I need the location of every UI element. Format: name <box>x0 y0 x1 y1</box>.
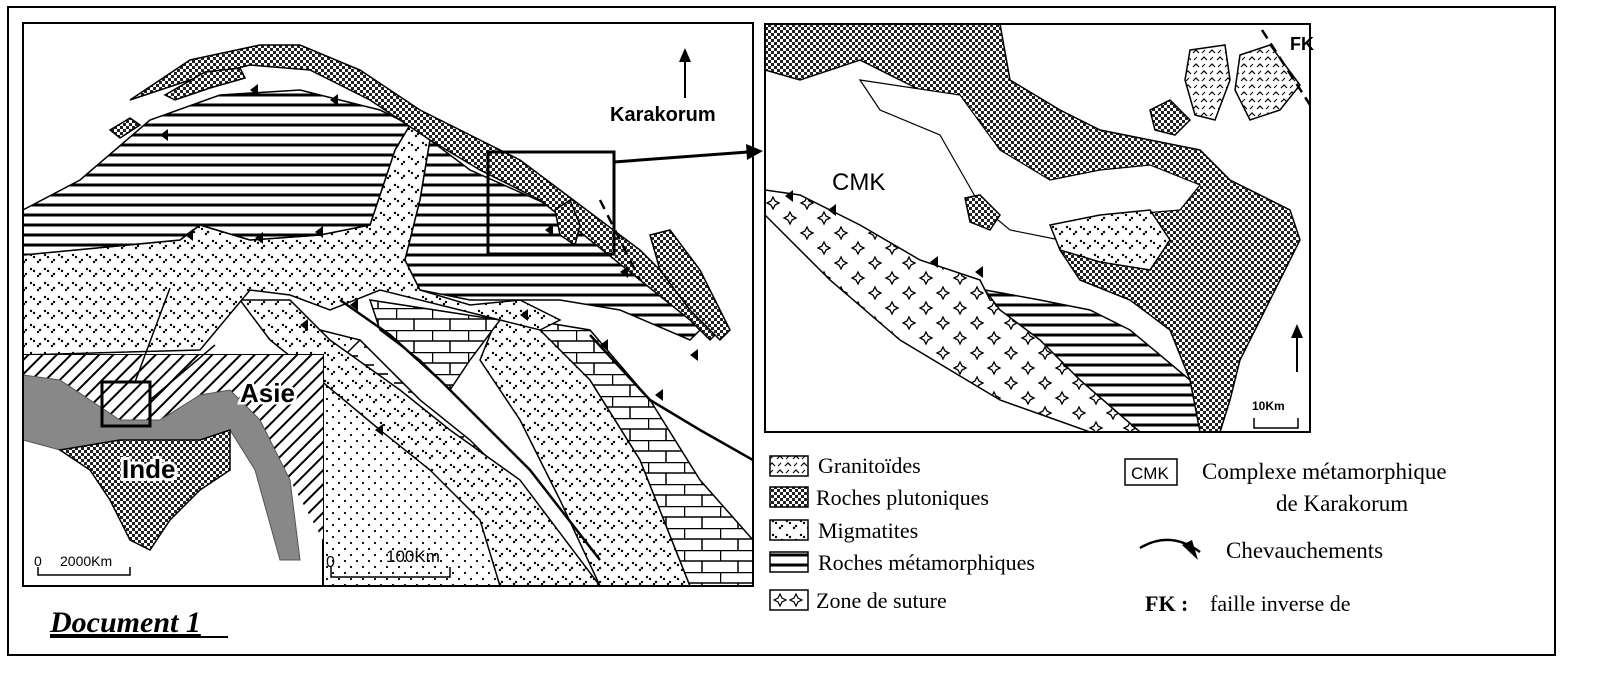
fault-line <box>598 199 642 281</box>
asia-label: Asie <box>240 378 295 408</box>
cmk-label: CMK <box>832 169 885 196</box>
legend-cmk-box <box>1124 458 1178 486</box>
legend-swatch-granitoid <box>769 455 809 477</box>
plutonic-lens <box>554 198 581 247</box>
legend-swatch-migmatite <box>769 519 809 541</box>
india-label: Inde <box>122 454 175 484</box>
legend <box>769 455 1201 611</box>
thrust-line <box>339 298 601 561</box>
connector-arrowhead-icon <box>746 144 763 160</box>
main-map <box>23 23 753 586</box>
migmatite-detail <box>1048 209 1171 271</box>
main-scale-bar <box>330 567 451 578</box>
detail-north-arrowhead-icon <box>1291 324 1303 338</box>
legend-label-granitoid: Granitoïdes <box>818 453 921 478</box>
plutonic-lens <box>649 229 731 342</box>
legend-swatch-metamorphic <box>769 551 809 573</box>
thrust-teeth <box>160 84 698 436</box>
thrust-teeth-detail <box>785 190 983 278</box>
plutonic-lens <box>163 67 247 101</box>
legend-fk-text: faille inverse de <box>1210 591 1351 616</box>
fk-label: FK <box>1290 34 1314 54</box>
legend-label-suture: Zone de suture <box>816 588 947 613</box>
legend-cmk-line2: de Karakorum <box>1276 491 1408 516</box>
document-caption: Document 1 <box>49 606 201 639</box>
inset-scale-bar <box>37 567 131 576</box>
legend-swatch-plutonic <box>769 486 809 508</box>
connector-line <box>613 150 749 164</box>
main-scale-zero: 0 <box>326 554 335 571</box>
legend-label-migmatite: Migmatites <box>818 518 918 543</box>
outer-frame <box>7 6 1556 656</box>
migmatite-band-south <box>238 299 601 586</box>
main-scale-value: 100Km <box>386 547 440 566</box>
granitoid-body <box>1184 44 1231 121</box>
inset-scale-zero: 0 <box>34 553 42 569</box>
thrust-tooth-icon <box>1182 540 1198 560</box>
detail-scale-value: 10Km <box>1252 399 1285 413</box>
detail-locator-box <box>486 150 616 256</box>
legend-cmk-abbrev: CMK <box>1131 464 1169 483</box>
detail-scale-bar <box>1253 418 1299 429</box>
north-arrowhead-icon <box>679 48 691 62</box>
legend-cmk-line1: Complexe métamorphique <box>1202 459 1447 484</box>
inset-scale-value: 2000Km <box>60 553 112 569</box>
plutonic-lens <box>108 117 142 139</box>
legend-fk-key: FK : <box>1145 591 1188 616</box>
plutonic-lens <box>964 194 1001 231</box>
limestone-zone-east <box>527 318 753 586</box>
legend-label-plutonic: Roches plutoniques <box>816 485 989 510</box>
thrust-line <box>589 334 753 462</box>
inset-map <box>23 287 324 586</box>
metamorphic-detail <box>983 288 1201 432</box>
detail-map-frame <box>764 23 1311 433</box>
karakorum-label: Karakorum <box>610 104 716 126</box>
plutonic-lens <box>1149 99 1192 136</box>
detail-map <box>765 24 1310 432</box>
main-map-frame <box>22 22 754 587</box>
legend-label-metamorphic: Roches métamorphiques <box>818 550 1035 575</box>
legend-thrust-label: Chevauchements <box>1226 538 1383 563</box>
